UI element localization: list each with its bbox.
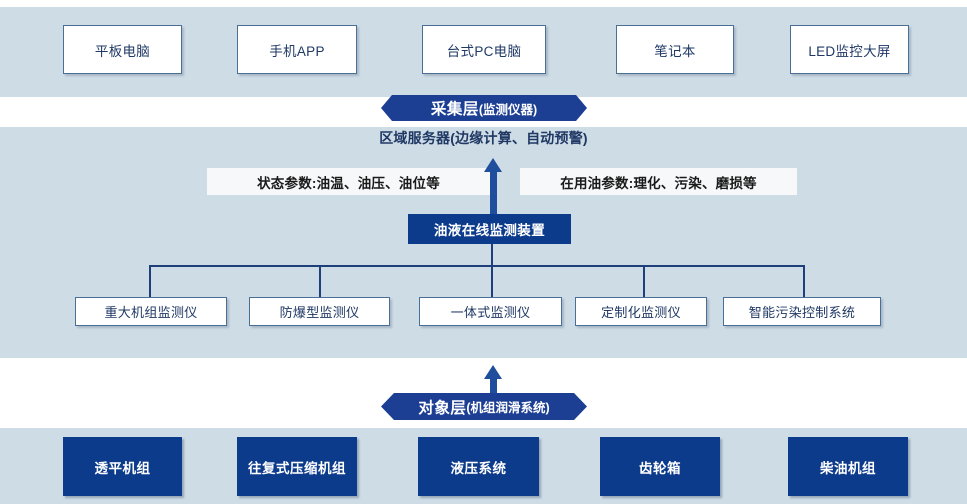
- tree-drop-5: [803, 265, 806, 297]
- object-layer-subtitle: (机组润滑系统): [466, 401, 550, 415]
- tree-drop-4: [643, 265, 646, 297]
- tree-drop-1: [149, 265, 152, 297]
- monitor-box-customized[interactable]: 定制化监测仪: [575, 297, 707, 326]
- object-box-reciprocating-compressor[interactable]: 往复式压缩机组: [237, 437, 357, 496]
- state-parameters-chip: 状态参数:油温、油压、油位等: [207, 168, 490, 195]
- object-box-gearbox[interactable]: 齿轮箱: [600, 437, 720, 496]
- monitor-box-integrated[interactable]: 一体式监测仪: [419, 297, 562, 326]
- regional-server-label: 区域服务器(边缘计算、自动预警): [379, 130, 588, 146]
- tree-drop-3: [491, 265, 494, 297]
- object-to-collection-arrow-stem: [489, 377, 497, 397]
- oil-online-monitoring-device[interactable]: 油液在线监测装置: [408, 214, 571, 244]
- top-box-laptop[interactable]: 笔记本: [616, 25, 734, 74]
- device-to-server-arrow-stem: [489, 170, 497, 216]
- object-box-hydraulic-system[interactable]: 液压系统: [418, 437, 539, 496]
- object-to-collection-arrow-head: [484, 365, 502, 379]
- top-box-led-screen[interactable]: LED监控大屏: [790, 25, 909, 74]
- collection-layer-title: 采集层: [430, 101, 479, 118]
- collection-layer-banner[interactable]: 采集层(监测仪器): [381, 95, 587, 121]
- in-use-oil-parameters-chip: 在用油参数:理化、污染、磨损等: [520, 168, 797, 195]
- tree-connector-stem: [491, 244, 494, 266]
- tree-drop-2: [319, 265, 322, 297]
- monitor-box-explosion-proof[interactable]: 防爆型监测仪: [249, 297, 390, 326]
- object-box-turbine-unit[interactable]: 透平机组: [63, 437, 182, 496]
- monitor-box-major-unit[interactable]: 重大机组监测仪: [75, 297, 227, 326]
- object-layer-title: 对象层: [418, 399, 467, 417]
- collection-layer-subtitle: (监测仪器): [478, 102, 538, 117]
- tree-connector-bar: [149, 265, 805, 268]
- top-box-desktop-pc[interactable]: 台式PC电脑: [422, 25, 546, 74]
- device-to-server-arrow-head: [484, 158, 502, 172]
- top-box-tablet[interactable]: 平板电脑: [63, 25, 182, 74]
- object-box-diesel-unit[interactable]: 柴油机组: [788, 437, 908, 496]
- object-layer-banner[interactable]: 对象层 (机组润滑系统): [381, 393, 587, 420]
- monitor-box-smart-contamination[interactable]: 智能污染控制系统: [723, 297, 881, 326]
- top-box-mobile-app[interactable]: 手机APP: [237, 25, 357, 74]
